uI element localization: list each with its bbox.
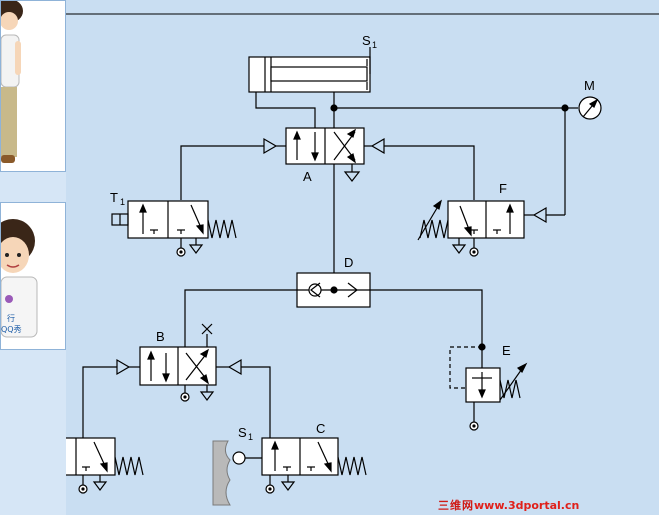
valve-t2: T 2	[66, 437, 144, 494]
valve-f: F	[417, 181, 547, 257]
cylinder-label: S	[362, 33, 371, 48]
sensor-s1-label-sub: 1	[248, 432, 253, 442]
valve-f-label: F	[499, 181, 507, 196]
sensor-s1: S 1	[212, 425, 262, 506]
valve-c-label: C	[316, 421, 325, 436]
pipe-t2-to-b	[82, 366, 117, 438]
character-portrait-image	[0, 203, 65, 349]
thumbnail-bottom[interactable]: 行 QQ秀	[0, 202, 66, 350]
thumbnail-top[interactable]	[0, 0, 66, 172]
thumbnail-caption-line1: 行	[7, 314, 15, 323]
gauge-label: M	[584, 78, 595, 93]
thumbnail-caption-line2: QQ秀	[1, 325, 22, 334]
valve-e: E	[449, 343, 528, 431]
cylinder-pipes	[255, 92, 578, 216]
valve-t1-label-sub: 1	[120, 197, 125, 207]
pipe-d-to-e	[370, 289, 483, 347]
valve-a-label: A	[303, 169, 312, 184]
valve-c: C	[261, 421, 367, 494]
cylinder-label-sub: 1	[372, 40, 377, 50]
valve-t1-label: T	[110, 190, 118, 205]
valve-e-label: E	[502, 343, 511, 358]
watermark: 三维网www.3dportal.cn	[438, 497, 579, 513]
valve-b: B	[116, 323, 242, 402]
pneumatic-circuit-diagram: S 1 M	[66, 13, 659, 506]
pipe-d-to-b	[184, 289, 297, 347]
pipe-c-to-b	[241, 366, 271, 438]
pipe-t1-to-a	[180, 145, 264, 200]
cylinder-s1: S 1	[248, 33, 377, 93]
pipe-f-to-a	[384, 145, 475, 200]
watermark-url: www.3dportal.cn	[474, 499, 580, 512]
watermark-cn: 三维网	[438, 499, 474, 512]
valve-t1: T 1	[110, 190, 237, 257]
valve-a: A	[263, 127, 385, 184]
sidebar: 行 QQ秀	[0, 0, 66, 515]
character-standing-image	[0, 0, 65, 171]
pressure-gauge-m: M	[578, 78, 602, 120]
valve-b-label: B	[156, 329, 165, 344]
sensor-s1-label: S	[238, 425, 247, 440]
valve-d-label: D	[344, 255, 353, 270]
